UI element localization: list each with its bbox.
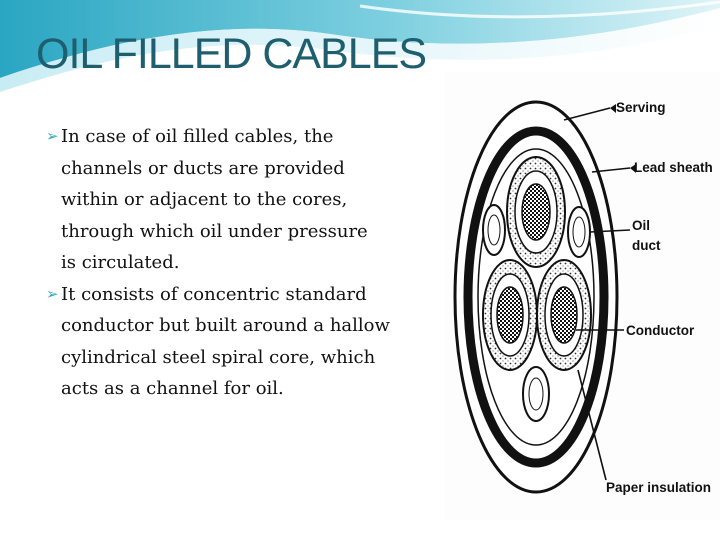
label-paper-insulation: Paper insulation bbox=[606, 480, 711, 495]
cable-cross-section-figure: Serving Lead sheath Oil duct Conductor P… bbox=[444, 72, 720, 520]
slide-title: OIL FILLED CABLES bbox=[36, 30, 427, 78]
bullet-line: It consists of concentric standard bbox=[61, 283, 367, 305]
bullet-line: is circulated. bbox=[61, 252, 180, 273]
bullet-line: acts as a channel for oil. bbox=[61, 378, 284, 399]
label-duct: duct bbox=[632, 238, 661, 253]
leader-lines bbox=[563, 107, 631, 481]
arrow-bullet-icon: ➢ bbox=[46, 284, 59, 303]
cable-diagram: Serving Lead sheath Oil duct Conductor P… bbox=[453, 100, 713, 495]
leader-arrowheads bbox=[610, 104, 636, 173]
oil-duct bbox=[567, 206, 591, 258]
cable-core bbox=[506, 156, 566, 268]
label-serving: Serving bbox=[616, 100, 666, 115]
bullet-item: ➢ It consists of concentric standard con… bbox=[46, 279, 446, 405]
cable-core bbox=[536, 259, 592, 371]
label-lead-sheath: Lead sheath bbox=[634, 160, 713, 175]
bullet-line: within or adjacent to the cores, bbox=[61, 189, 348, 210]
oil-duct bbox=[522, 366, 550, 422]
oil-duct bbox=[482, 204, 506, 256]
label-oil: Oil bbox=[632, 218, 650, 233]
bullet-item: ➢ In case of oil filled cables, the chan… bbox=[46, 121, 446, 279]
bullet-line: In case of oil filled cables, the bbox=[61, 126, 334, 147]
bullet-line: conductor but built around a hallow bbox=[61, 315, 390, 336]
arrow-bullet-icon: ➢ bbox=[46, 127, 59, 145]
bullet-line: through which oil under pressure bbox=[61, 220, 368, 242]
cable-core bbox=[482, 259, 538, 371]
bullet-line: cylindrical steel spiral core, which bbox=[61, 346, 376, 368]
label-conductor: Conductor bbox=[626, 323, 695, 338]
header-wave-decoration bbox=[0, 0, 720, 92]
bullet-list: ➢ In case of oil filled cables, the chan… bbox=[46, 121, 446, 405]
bullet-line: channels or ducts are provided bbox=[61, 157, 345, 179]
